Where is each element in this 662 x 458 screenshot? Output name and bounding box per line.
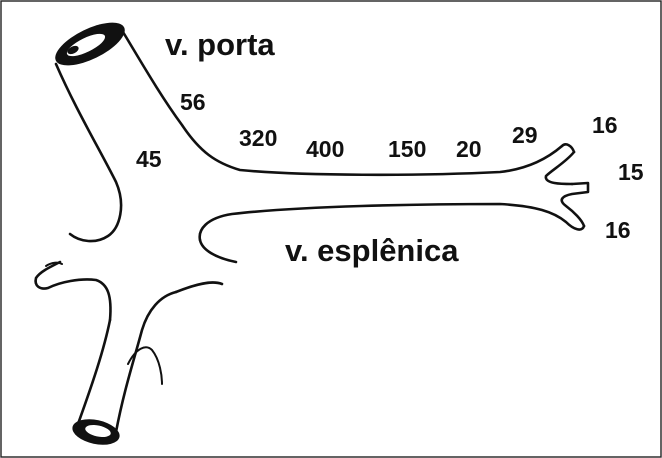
splenic-branch-lower [198, 202, 586, 242]
splenic-vein-lower-wall [198, 238, 238, 264]
measurement-320: 320 [239, 125, 277, 151]
splenic-vein-distal-end [560, 143, 576, 154]
measurement-400: 400 [306, 136, 344, 162]
portal-vein-left-wall [54, 62, 123, 243]
measurement-150: 150 [388, 136, 426, 162]
left-gastric-branch-tip [45, 261, 63, 267]
left-gastric-branch [34, 260, 112, 322]
measurement-15: 15 [618, 159, 644, 185]
mesenteric-vein-left-wall [76, 318, 112, 426]
mesenteric-vein-cut-end [72, 419, 120, 445]
portal-vein-label: v. porta [165, 27, 275, 62]
splenic-branch-middle [560, 181, 590, 228]
measurement-20: 20 [456, 136, 482, 162]
measurement-56: 56 [180, 89, 206, 115]
mesenteric-vein-right-wall [114, 290, 178, 434]
confluence-right-wall [174, 281, 224, 294]
portal-vein-cut-end [55, 22, 125, 66]
measurement-16-lower: 16 [605, 217, 631, 243]
inner-branch-curve [127, 346, 163, 385]
measurement-45: 45 [136, 146, 162, 172]
measurement-16-upper: 16 [592, 112, 618, 138]
splenic-vein-label: v. esplênica [285, 233, 459, 268]
splenic-branch-upper [544, 150, 576, 186]
portal-vein-upper-wall [121, 30, 564, 177]
measurement-29: 29 [512, 122, 538, 148]
